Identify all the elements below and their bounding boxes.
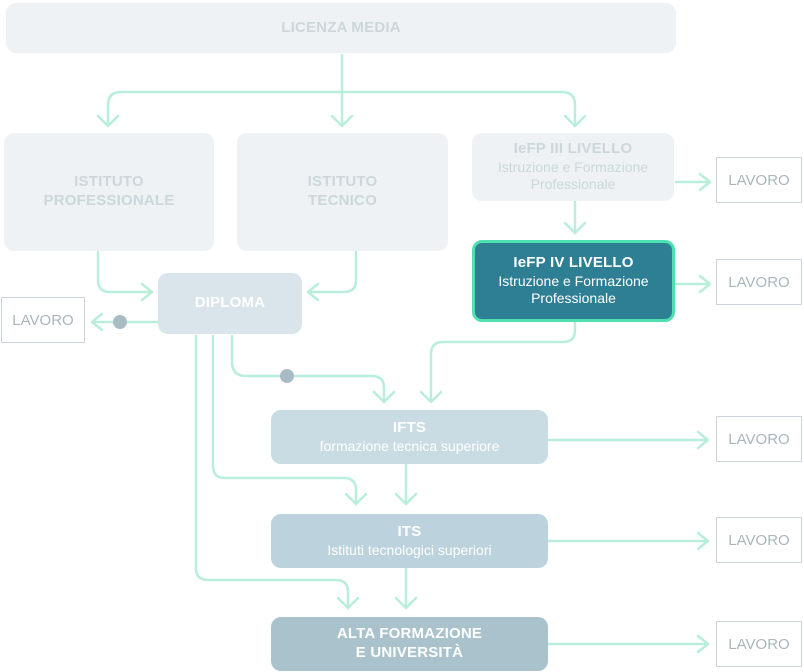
node-its: ITS Istituti tecnologici superiori [271,514,548,568]
arrowhead-ist-prof [96,114,120,128]
junction-dot-diploma-lavoro [113,315,127,329]
node-diploma-title: DIPLOMA [194,294,266,312]
node-iefp4-title: IeFP IV LIVELLO [513,254,634,272]
arrowhead-iefp4-lavoro [698,274,712,294]
node-alta-title1: ALTA FORMAZIONE [336,625,483,643]
lavoro-box-its: LAVORO [716,517,802,563]
node-iefp-iii: IeFP III LIVELLO Istruzione e Formazione… [472,133,674,201]
arrowhead-iefp4 [563,221,587,235]
arrow-isttec-diploma [308,250,358,294]
node-iefp3-title: IeFP III LIVELLO [513,140,633,158]
lavoro-box-alta: LAVORO [716,621,802,667]
arrowhead-its-left [344,492,368,506]
node-licenza-media: LICENZA MEDIA [6,3,676,53]
arrowhead-diploma-right [306,282,320,302]
node-iefp3-sub2: Professionale [530,176,616,193]
node-isttec-title1: ISTITUTO [307,173,378,191]
lavoro-box-ifts: LAVORO [716,416,802,462]
arrowhead-alta-center [394,596,418,610]
node-ifts-sub: formazione tecnica superiore [319,437,500,454]
node-istprof-title1: ISTITUTO [74,173,144,191]
arrowhead-ist-tec [330,114,354,128]
node-istituto-professionale: ISTITUTO PROFESSIONALE [4,133,214,251]
arrowhead-ifts-right [419,390,443,404]
arrowhead-its-center [394,492,418,506]
node-iefp-iv: IeFP IV LIVELLO Istruzione e Formazione … [472,240,675,322]
node-its-sub: Istituti tecnologici superiori [327,541,492,558]
arrowhead-alta-lavoro [696,634,710,654]
arrowhead-ifts-lavoro [696,430,710,450]
lavoro-box-diploma: LAVORO [1,297,85,343]
arrowhead-alta-left [336,596,360,610]
node-alta-formazione: ALTA FORMAZIONE E UNIVERSITÀ [271,617,548,671]
arrowhead-its-lavoro [696,531,710,551]
node-licenza-title: LICENZA MEDIA [281,18,401,36]
node-istprof-title2: PROFESSIONALE [43,192,175,209]
arrowhead-iefp3-lavoro [698,172,712,192]
node-ifts: IFTS formazione tecnica superiore [271,410,548,464]
lavoro-box-iefp4: LAVORO [716,259,802,305]
node-isttec-title2: TECNICO [308,192,377,209]
node-its-title: ITS [397,522,422,540]
arrowhead-iefp3 [563,114,587,128]
arrowhead-ifts-left [372,390,396,404]
node-iefp4-sub2: Professionale [531,290,616,307]
node-alta-title2: E UNIVERSITÀ [355,644,464,661]
arrow-licenza-branch [106,90,577,127]
lavoro-box-iefp3: LAVORO [716,157,802,203]
arrow-istprof-diploma [96,250,152,294]
arrowhead-diploma-lavoro [90,312,104,332]
node-ifts-title: IFTS [392,418,427,436]
node-iefp4-sub1: Istruzione e Formazione [498,272,649,289]
arrowhead-diploma-left [140,282,154,302]
arrow-iefp4-ifts [429,320,577,402]
node-iefp3-sub1: Istruzione e Formazione [497,158,649,175]
arrow-diploma-ifts [230,334,386,402]
junction-dot-diploma-ifts [280,369,294,383]
node-diploma: DIPLOMA [158,273,302,334]
node-istituto-tecnico: ISTITUTO TECNICO [237,133,448,251]
